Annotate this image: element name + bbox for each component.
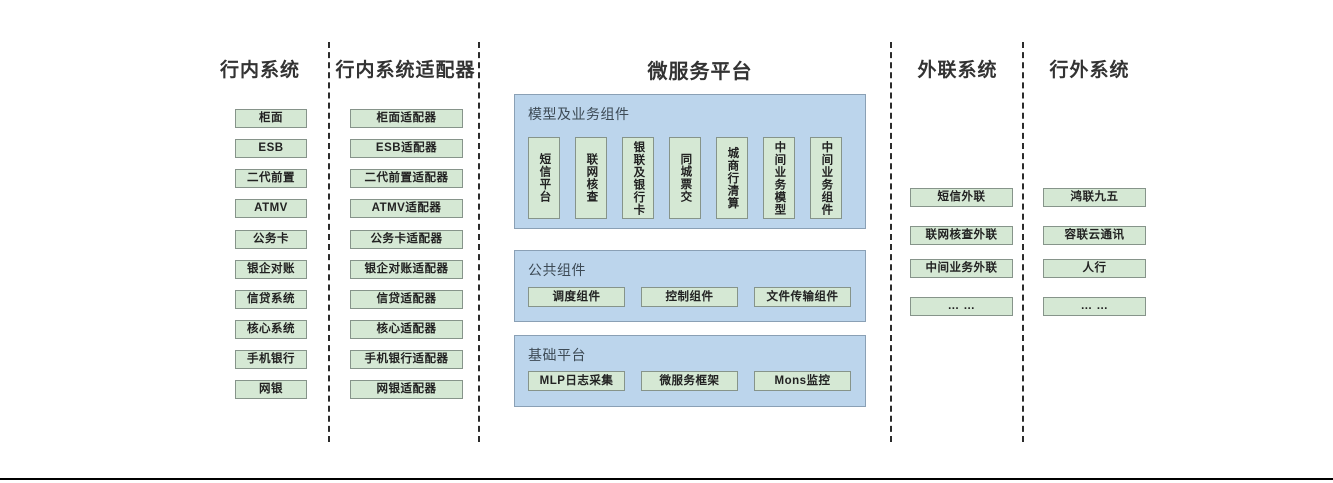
column-title-internal-adapters: 行内系统适配器	[335, 60, 476, 81]
model-component-node[interactable]: 短信平台	[528, 137, 560, 219]
panel-label-base-platform: 基础平台	[528, 347, 586, 363]
page-bottom-rule	[0, 478, 1333, 480]
internal-adapter-node[interactable]: 手机银行适配器	[350, 350, 463, 369]
internal-system-node[interactable]: ESB	[235, 139, 307, 158]
divider-3	[890, 42, 892, 442]
internal-system-node[interactable]: ATMV	[235, 199, 307, 218]
column-title-external-liaison: 外联系统	[917, 60, 998, 81]
public-component-node[interactable]: 调度组件	[528, 287, 625, 307]
internal-adapter-node[interactable]: 二代前置适配器	[350, 169, 463, 188]
internal-adapter-node[interactable]: 银企对账适配器	[350, 260, 463, 279]
model-component-node[interactable]: 中间业务组件	[810, 137, 842, 219]
base-platform-node[interactable]: MLP日志采集	[528, 371, 625, 391]
public-component-node[interactable]: 控制组件	[641, 287, 738, 307]
internal-system-node[interactable]: 银企对账	[235, 260, 307, 279]
external-liaison-node[interactable]: 中间业务外联	[910, 259, 1013, 278]
model-component-node[interactable]: 中间业务模型	[763, 137, 795, 219]
outside-system-node[interactable]: 容联云通讯	[1043, 226, 1146, 245]
model-component-node[interactable]: 城商行清算	[716, 137, 748, 219]
internal-system-node[interactable]: 二代前置	[235, 169, 307, 188]
external-liaison-node[interactable]: 短信外联	[910, 188, 1013, 207]
base-platform-node[interactable]: Mons监控	[754, 371, 851, 391]
external-liaison-node[interactable]: … …	[910, 297, 1013, 316]
internal-adapter-node[interactable]: ATMV适配器	[350, 199, 463, 218]
internal-adapter-node[interactable]: ESB适配器	[350, 139, 463, 158]
internal-system-node[interactable]: 信贷系统	[235, 290, 307, 309]
model-component-node[interactable]: 银联及银行卡	[622, 137, 654, 219]
internal-adapter-node[interactable]: 核心适配器	[350, 320, 463, 339]
base-platform-node[interactable]: 微服务框架	[641, 371, 738, 391]
internal-system-node[interactable]: 核心系统	[235, 320, 307, 339]
column-title-internal-systems: 行内系统	[219, 60, 300, 81]
panel-label-public-components: 公共组件	[528, 262, 586, 278]
internal-adapter-node[interactable]: 公务卡适配器	[350, 230, 463, 249]
model-component-node[interactable]: 同城票交	[669, 137, 701, 219]
panel-label-model-business-components: 模型及业务组件	[528, 106, 630, 122]
internal-adapter-node[interactable]: 柜面适配器	[350, 109, 463, 128]
divider-2	[478, 42, 480, 442]
external-liaison-node[interactable]: 联网核查外联	[910, 226, 1013, 245]
internal-adapter-node[interactable]: 网银适配器	[350, 380, 463, 399]
internal-system-node[interactable]: 柜面	[235, 109, 307, 128]
outside-system-node[interactable]: 鸿联九五	[1043, 188, 1146, 207]
outside-system-node[interactable]: 人行	[1043, 259, 1146, 278]
public-component-node[interactable]: 文件传输组件	[754, 287, 851, 307]
divider-1	[328, 42, 330, 442]
internal-system-node[interactable]: 手机银行	[235, 350, 307, 369]
column-title-microservice-platform: 微服务平台	[647, 61, 753, 83]
internal-system-node[interactable]: 网银	[235, 380, 307, 399]
column-title-outside-systems: 行外系统	[1049, 60, 1130, 81]
panel-public-components: 公共组件	[514, 250, 866, 322]
internal-adapter-node[interactable]: 信贷适配器	[350, 290, 463, 309]
divider-4	[1022, 42, 1024, 442]
internal-system-node[interactable]: 公务卡	[235, 230, 307, 249]
model-component-node[interactable]: 联网核查	[575, 137, 607, 219]
outside-system-node[interactable]: … …	[1043, 297, 1146, 316]
